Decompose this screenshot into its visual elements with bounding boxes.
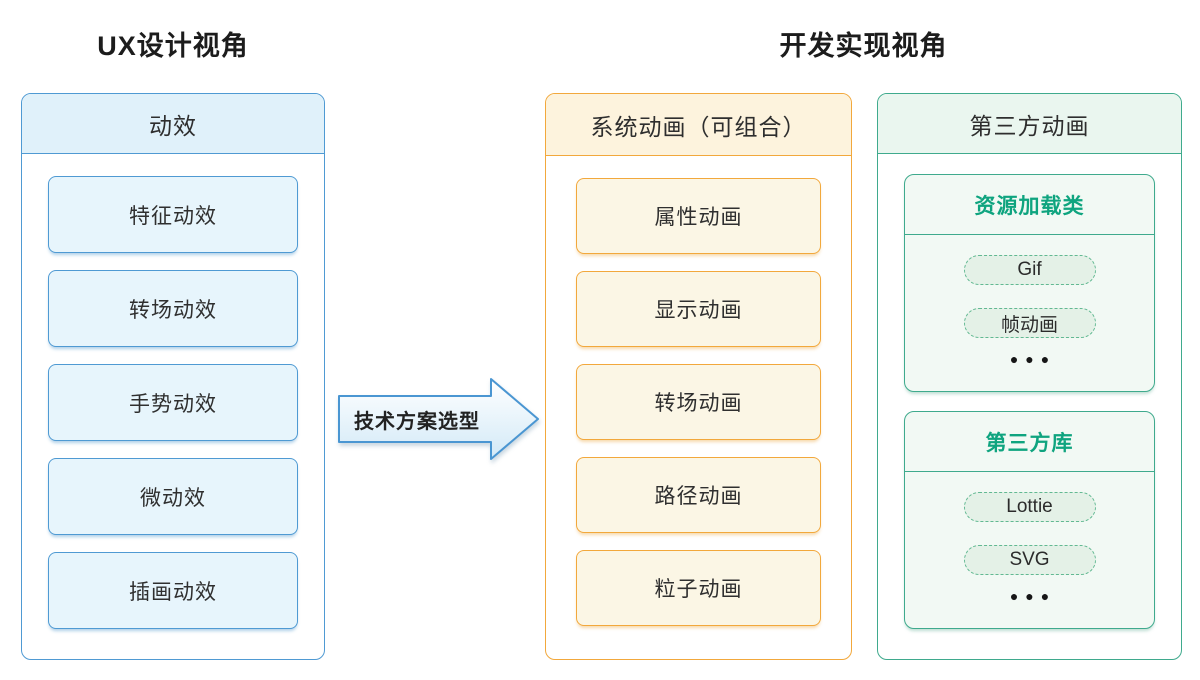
ux-perspective-title: UX设计视角 [97, 31, 249, 61]
system-item-property-animation: 属性动画 [576, 178, 821, 254]
third-party-animation-box-body: 资源加载类 Gif 帧动画 ●●● 第三方库 Lottie SVG ●●● [878, 154, 1181, 629]
system-item-path-animation: 路径动画 [576, 457, 821, 533]
system-animation-box-body: 属性动画 显示动画 转场动画 路径动画 粒子动画 [546, 156, 851, 626]
third-party-library-group: 第三方库 Lottie SVG ●●● [904, 411, 1155, 629]
more-dots-icon: ●●● [1009, 351, 1057, 367]
pill-lottie: Lottie [963, 492, 1096, 522]
tech-selection-arrow: 技术方案选型 [336, 376, 542, 462]
ux-item-gesture-motion: 手势动效 [48, 364, 298, 441]
dev-perspective-title: 开发实现视角 [779, 31, 948, 61]
pill-frame-animation: 帧动画 [963, 308, 1096, 338]
ux-item-feature-motion: 特征动效 [48, 176, 298, 253]
more-dots-icon: ●●● [1009, 588, 1057, 604]
tech-selection-arrow-label: 技术方案选型 [354, 410, 480, 433]
system-item-particle-animation: 粒子动画 [576, 550, 821, 626]
third-party-library-group-body: Lottie SVG ●●● [905, 472, 1154, 605]
ux-item-transition-motion: 转场动效 [48, 270, 298, 347]
ux-motion-box: 动效 特征动效 转场动效 手势动效 微动效 插画动效 [21, 93, 325, 660]
system-item-transition-animation: 转场动画 [576, 364, 821, 440]
pill-gif: Gif [963, 255, 1096, 285]
system-animation-box: 系统动画（可组合） 属性动画 显示动画 转场动画 路径动画 粒子动画 [545, 93, 852, 660]
system-item-display-animation: 显示动画 [576, 271, 821, 347]
ux-motion-box-body: 特征动效 转场动效 手势动效 微动效 插画动效 [22, 154, 324, 629]
resource-loading-group-title: 资源加载类 [905, 175, 1154, 235]
resource-loading-group-body: Gif 帧动画 ●●● [905, 235, 1154, 368]
ux-motion-box-header: 动效 [22, 94, 324, 154]
ux-item-micro-motion: 微动效 [48, 458, 298, 535]
ux-item-illustration-motion: 插画动效 [48, 552, 298, 629]
resource-loading-group: 资源加载类 Gif 帧动画 ●●● [904, 174, 1155, 392]
system-animation-box-header: 系统动画（可组合） [546, 94, 851, 156]
right-arrow-icon [338, 378, 539, 460]
third-party-animation-box-header: 第三方动画 [878, 94, 1181, 154]
third-party-animation-box: 第三方动画 资源加载类 Gif 帧动画 ●●● 第三方库 Lottie SVG … [877, 93, 1182, 660]
pill-svg: SVG [963, 545, 1096, 575]
third-party-library-group-title: 第三方库 [905, 412, 1154, 472]
